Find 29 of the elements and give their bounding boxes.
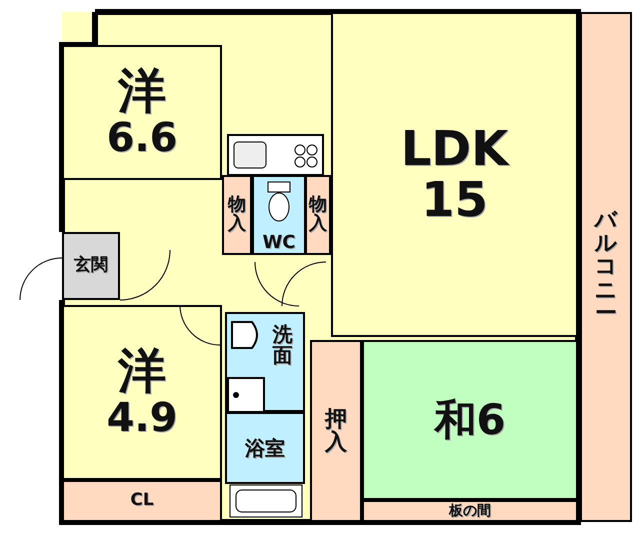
room-label: 押入 xyxy=(324,408,348,454)
room xyxy=(62,45,222,180)
room-label: CL xyxy=(130,492,154,510)
area-size: 15 xyxy=(421,174,488,225)
room-label: WC xyxy=(262,234,296,253)
room xyxy=(362,340,578,500)
storage-closet xyxy=(305,175,331,255)
room-label: 洗面 xyxy=(272,324,293,366)
storage-closet xyxy=(310,340,362,522)
room-label: 板の間 xyxy=(449,504,491,518)
room-label: 物入 xyxy=(228,196,246,234)
room-label: 洋 xyxy=(118,346,166,397)
floor-strip xyxy=(362,500,578,522)
room-label: バルコニー xyxy=(594,209,618,325)
room-label: 洋 xyxy=(118,66,166,117)
area-size: 4.9 xyxy=(106,396,178,439)
room xyxy=(331,12,578,337)
room-label: 玄関 xyxy=(74,257,108,275)
storage-closet xyxy=(222,175,252,255)
closet xyxy=(62,480,222,522)
entrance-area xyxy=(62,232,120,300)
room-label: 和6 xyxy=(434,398,506,442)
room xyxy=(62,305,222,480)
balcony xyxy=(580,12,632,522)
room-label: 物入 xyxy=(308,196,328,234)
bathroom xyxy=(225,412,305,484)
room-label: 浴室 xyxy=(245,438,285,458)
room-label: LDK xyxy=(400,124,508,174)
area-size: 6.6 xyxy=(106,116,178,159)
